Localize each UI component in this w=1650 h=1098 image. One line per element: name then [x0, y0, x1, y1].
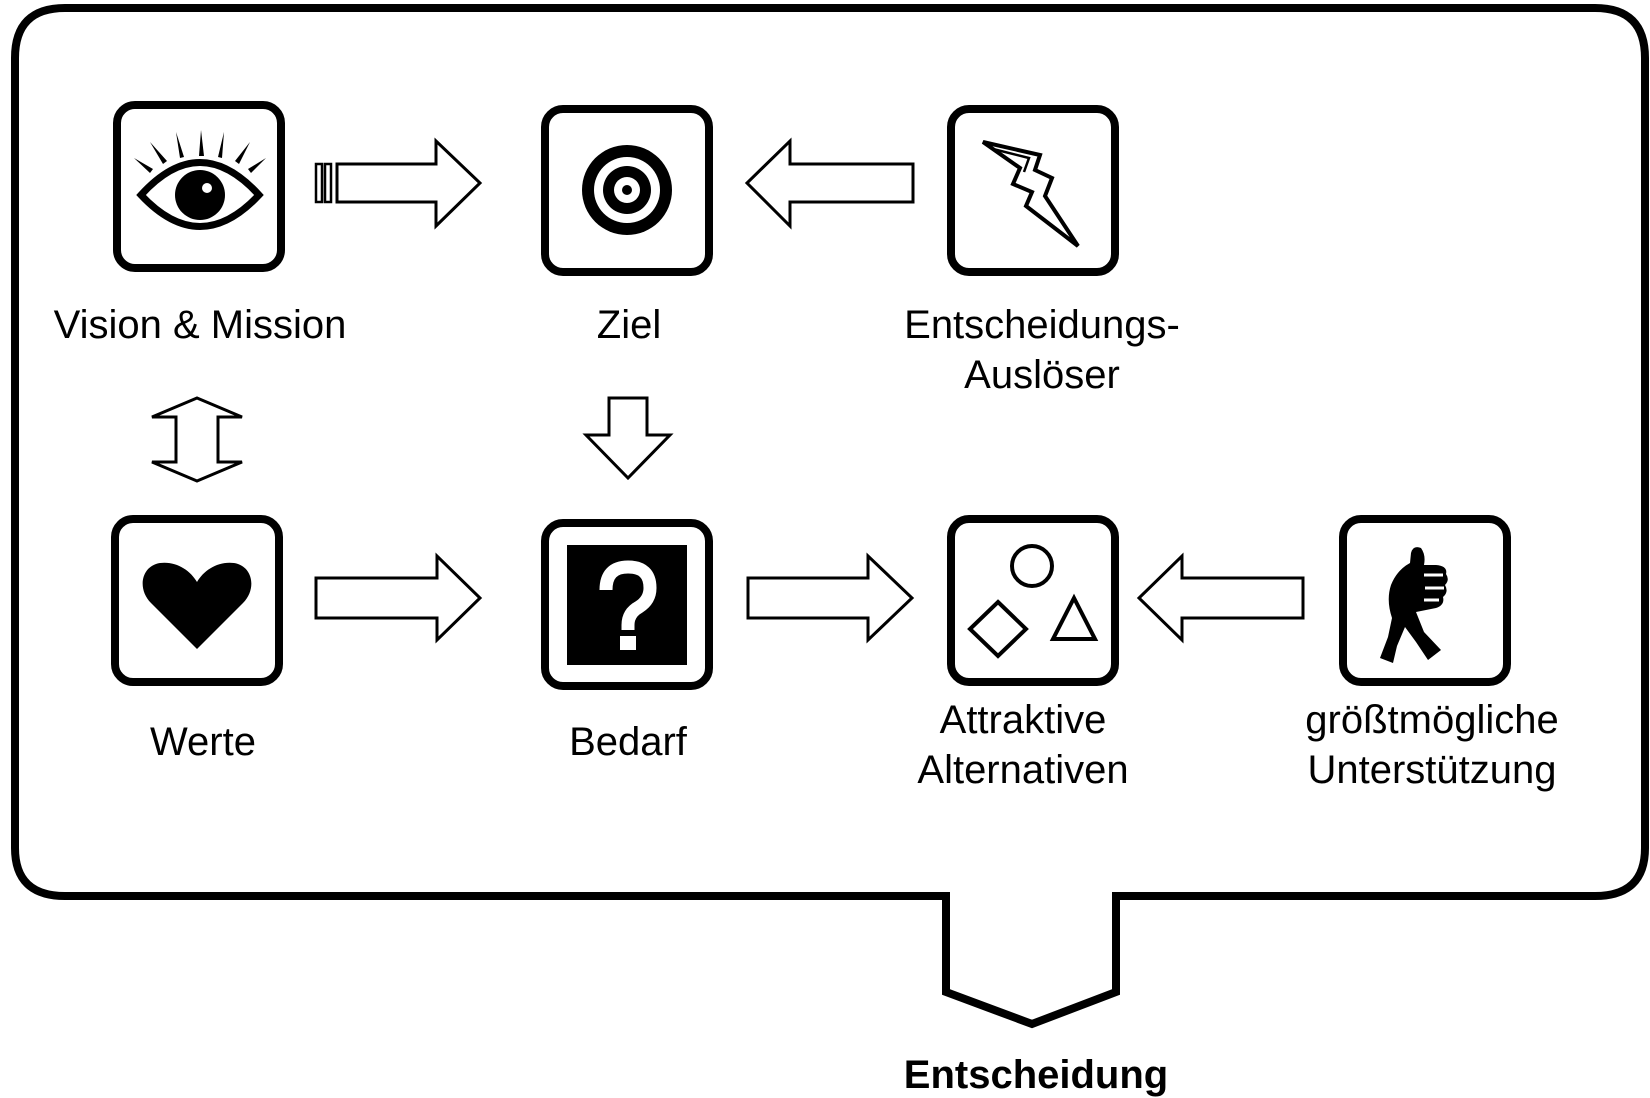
arrow-bedarf-to-alternativen [746, 552, 915, 644]
label-vision-mission: Vision & Mission [53, 303, 347, 347]
label-groesstmoegliche-unterstuetzung: größtmögliche Unterstützung [1305, 695, 1558, 795]
label-ausloeser-line2: Auslöser [964, 353, 1120, 397]
label-attraktive-alternativen: Attraktive Alternativen [917, 695, 1128, 795]
label-alternativen-line2: Alternativen [917, 748, 1129, 792]
heart-icon [111, 515, 283, 686]
target-icon [541, 105, 713, 276]
label-alternativen-line1: Attraktive [939, 698, 1107, 742]
arrow-ziel-to-bedarf [582, 396, 674, 481]
thumbs-up-figure-icon [1339, 515, 1511, 686]
label-ziel: Ziel [596, 303, 662, 347]
label-unterstuetzung-line2: Unterstützung [1307, 748, 1557, 792]
arrow-ausloeser-to-ziel [744, 137, 915, 230]
outer-frame [11, 4, 1649, 1029]
label-bedarf: Bedarf [569, 720, 687, 764]
label-entscheidung: Entscheidung [903, 1053, 1169, 1097]
label-ausloeser-line1: Entscheidungs- [904, 303, 1180, 347]
label-unterstuetzung-line1: größtmögliche [1305, 698, 1559, 742]
label-entscheidungs-ausloeser: Entscheidungs- Auslöser [904, 300, 1180, 400]
eye-icon [113, 101, 285, 272]
arrow-vision-werte-bidirectional [151, 396, 243, 483]
label-werte: Werte [150, 720, 256, 764]
lightning-icon [947, 105, 1119, 276]
arrow-unterstuetzung-to-alternativen [1136, 552, 1305, 644]
question-mark-icon [541, 519, 713, 690]
shapes-icon [947, 515, 1119, 686]
arrow-werte-to-bedarf [314, 552, 483, 644]
arrow-vision-to-ziel [314, 137, 483, 230]
